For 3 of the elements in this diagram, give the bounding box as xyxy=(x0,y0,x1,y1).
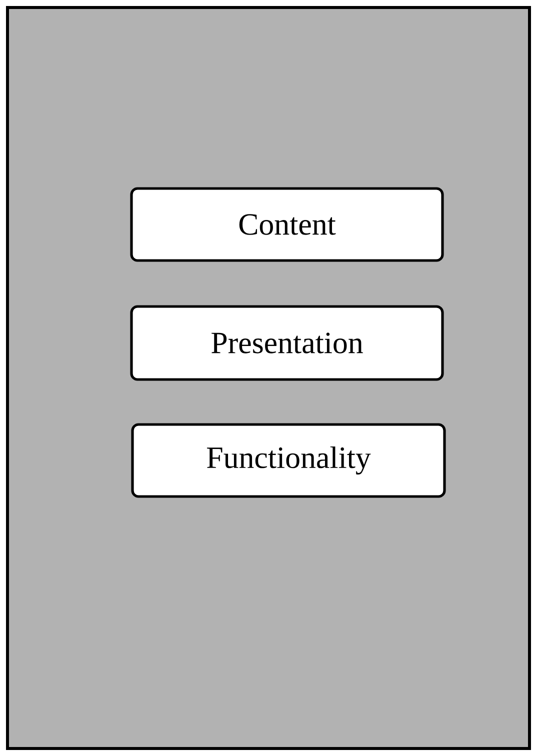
text-box: Functionality xyxy=(131,423,446,498)
text-box: Content xyxy=(130,187,444,262)
text-box: Presentation xyxy=(130,305,444,381)
